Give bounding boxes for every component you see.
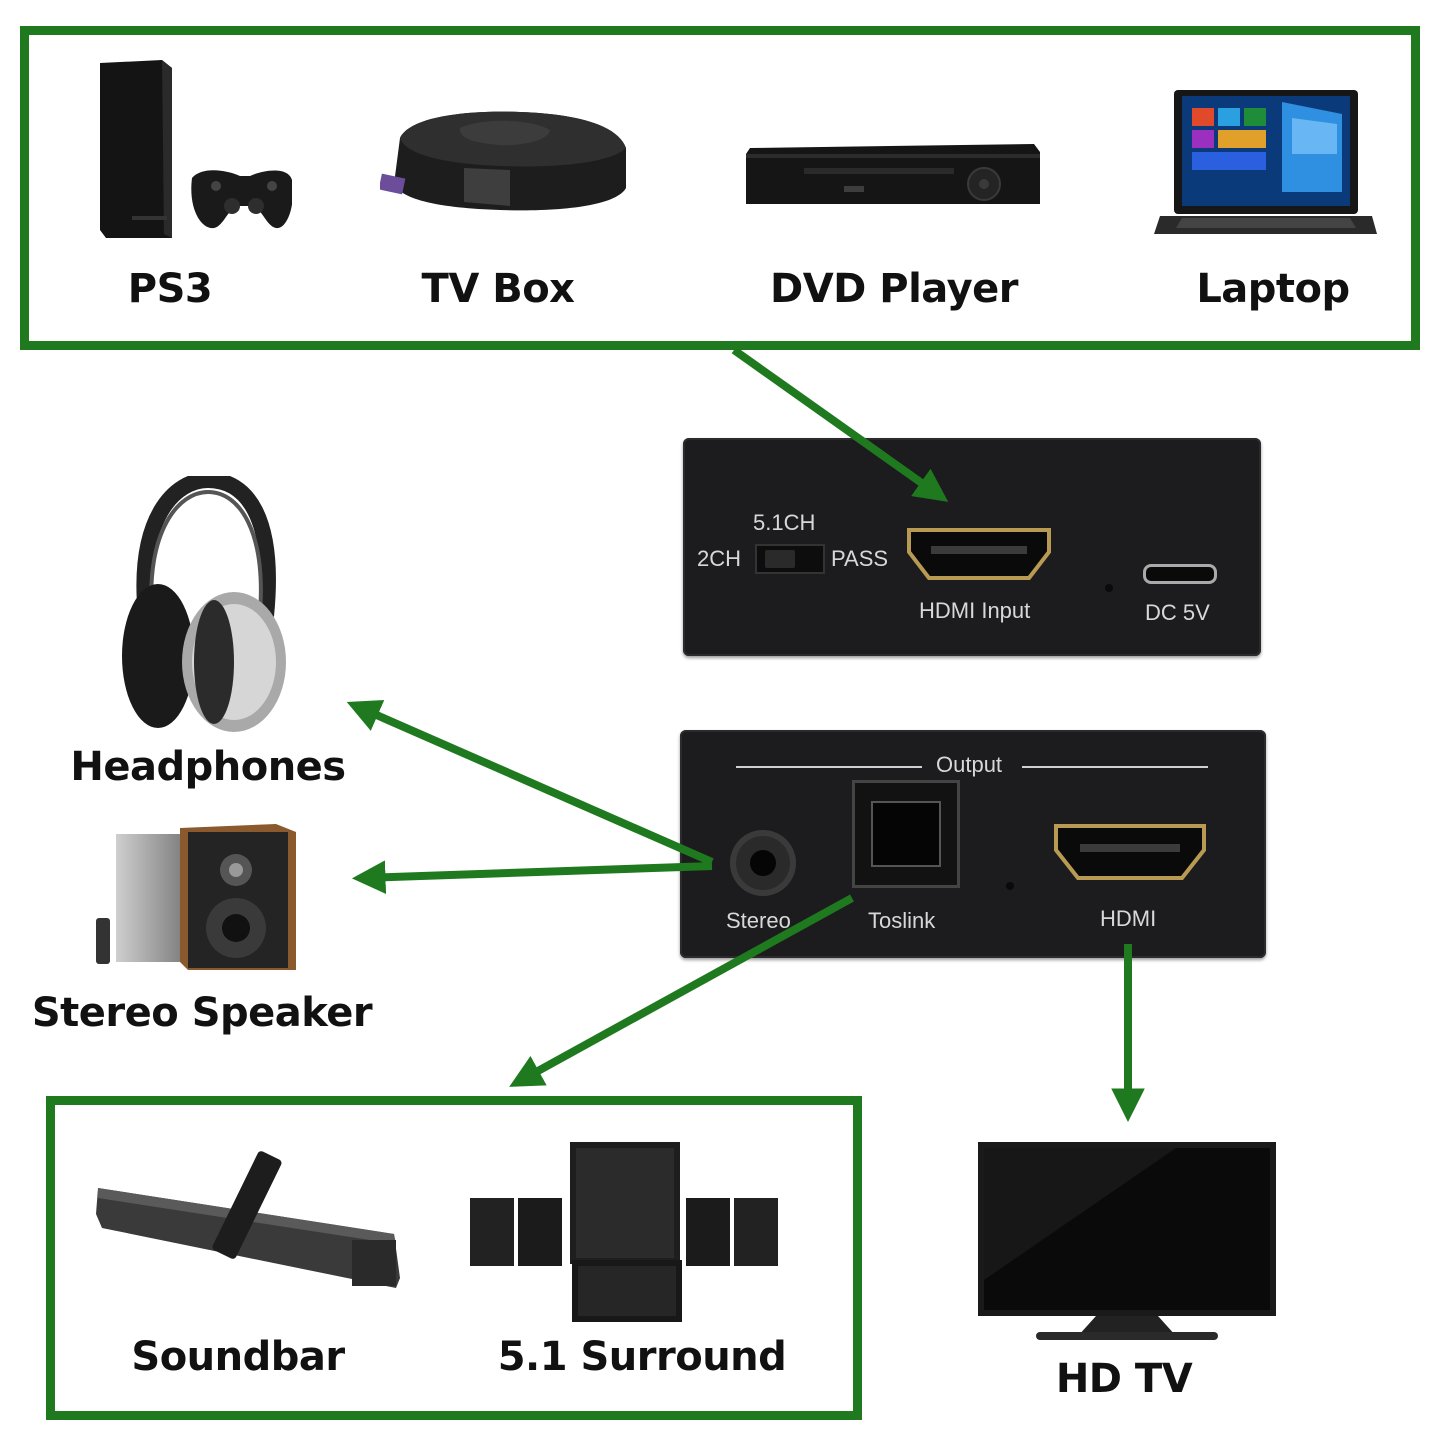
output-label-stereo-speaker: Stereo Speaker [31,990,373,1036]
output-label-hdtv: HD TV [1055,1356,1193,1402]
output-divider-left [736,766,922,768]
tv-box-image [380,108,635,218]
arrow-stereo-to-speaker [351,860,713,894]
dvd-player-image [744,140,1044,208]
laptop-image [1152,88,1377,240]
headphones-image [116,476,291,736]
output-label-headphones: Headphones [70,744,346,790]
arrow-stereo-to-headphones [346,700,714,866]
stereo-jack[interactable] [730,830,796,896]
output-label-soundbar: Soundbar [131,1334,345,1380]
surround-box [46,1096,862,1420]
switch-right-label: PASS [831,546,889,571]
indicator-led [1105,584,1113,592]
surround-speakers-image [466,1140,788,1326]
hdtv-image [976,1140,1278,1346]
output-label: Output [936,752,1003,777]
hdmi-label: HDMI [1100,906,1157,931]
status-led [1006,882,1014,890]
soundbar-image [94,1148,406,1294]
converter-output-panel: Output Stereo Toslink HDMI [680,730,1266,958]
arrow-toslink-to-surround [509,894,854,1087]
channel-switch-knob [765,550,795,568]
toslink-label: Toslink [868,908,936,933]
output-label-surround: 5.1 Surround [497,1334,787,1380]
switch-left-label: 2CH [697,546,742,571]
hdmi-input-port[interactable] [905,526,1053,582]
source-label-laptop: Laptop [1196,266,1350,312]
source-label-ps3: PS3 [127,266,213,312]
sources-box [20,26,1420,350]
arrow-sources-to-input [731,346,949,502]
converter-input-panel: 5.1CH 2CH PASS HDMI Input DC 5V [683,438,1261,656]
channel-switch[interactable] [755,544,825,574]
hdmi-input-label: HDMI Input [919,598,1031,623]
ps3-console-image [92,58,292,243]
output-divider-right [1022,766,1208,768]
dc-power-port[interactable] [1143,564,1217,584]
source-label-tv-box: TV Box [421,266,575,312]
toslink-port[interactable] [852,780,960,888]
dc-label: DC 5V [1145,600,1210,625]
source-label-dvd-player: DVD Player [769,266,1019,312]
hdmi-output-port[interactable] [1052,822,1208,882]
stereo-speaker-image [96,822,306,972]
stereo-label: Stereo [726,908,791,933]
switch-top-label: 5.1CH [753,510,816,535]
